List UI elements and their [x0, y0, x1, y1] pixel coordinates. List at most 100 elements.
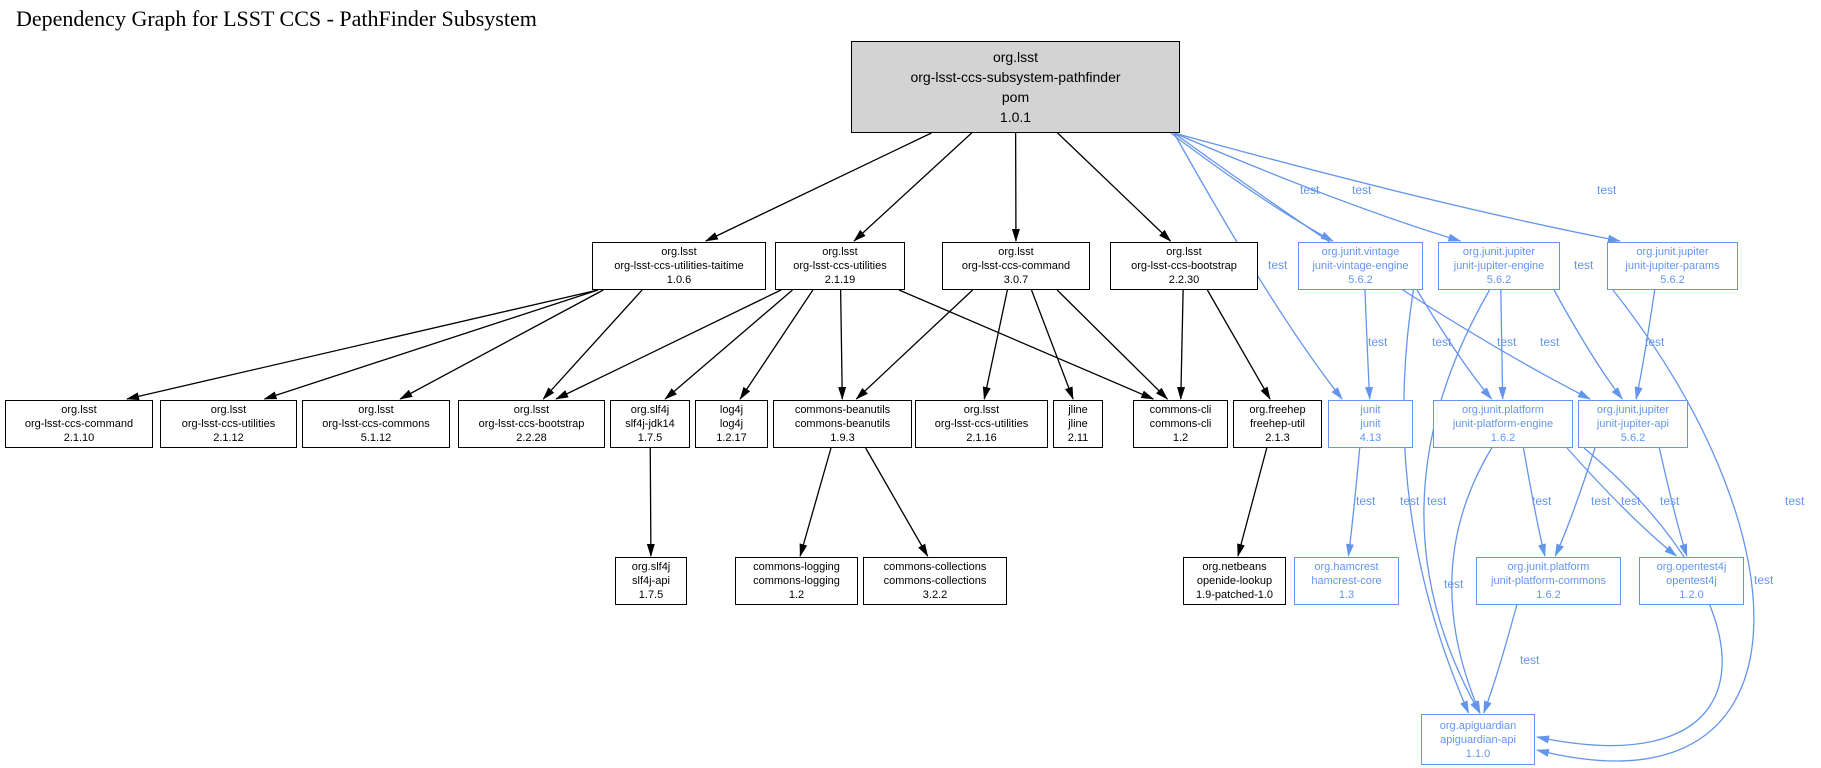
edge-c307-commons_cli [1056, 289, 1169, 400]
node-text-line: org-lsst-ccs-utilities [793, 260, 887, 272]
edge-label-platform_engine-platform_commons: test [1532, 494, 1552, 508]
node-text-line: pom [1001, 89, 1030, 105]
edge-c307-u2116 [982, 289, 1009, 400]
node-commons5112: org.lsst org-lsst-ccs-commons 5.1.12 [302, 400, 450, 448]
edge-label-root-junit413: test [1268, 258, 1288, 272]
node-text-line: jline [1068, 404, 1088, 416]
edge-b2230-freehep [1206, 289, 1271, 400]
node-text-line: org.junit.jupiter [1462, 246, 1536, 258]
edge-label-engine-apiguardian: test [1427, 494, 1447, 508]
node-text-line: slf4j-jdk14 [625, 418, 675, 430]
edge-u2119-commons_cli [898, 289, 1155, 400]
node-text-line: org.opentest4j [1656, 561, 1727, 573]
edge-vintage-junit413 [1364, 289, 1374, 400]
node-text-line: org-lsst-ccs-commons [322, 418, 430, 430]
edge-b2230-commons_cli [1177, 289, 1186, 400]
node-text-line: junit-jupiter-engine [1453, 260, 1545, 272]
node-text-line: 1.7.5 [637, 432, 663, 444]
node-text-line: 2.2.30 [1168, 274, 1200, 286]
edge-taitime-b2228 [542, 289, 643, 400]
node-text-line: hamcrest-core [1311, 575, 1382, 587]
node-text-line: org.hamcrest [1314, 561, 1379, 573]
edge-platform_commons-apiguardian [1483, 604, 1518, 714]
node-text-line: 1.1.0 [1465, 747, 1491, 760]
edge-label-platform_engine-opentest4j: test [1591, 494, 1611, 508]
edge-label-junit413-hamcrest: test [1356, 494, 1376, 508]
node-text-line: 1.6.2 [1536, 589, 1561, 601]
node-text-line: org.freehep [1249, 404, 1306, 416]
edge-label-engine-jupiter_api: test [1540, 335, 1560, 349]
node-opentest4j: org.opentest4j opentest4j 1.2.0 [1639, 557, 1744, 605]
node-text-line: log4j [719, 418, 744, 430]
edge-root-b2230 [1057, 132, 1172, 242]
node-text-line: 1.0.6 [666, 274, 692, 286]
node-text-line: junit [1360, 404, 1381, 416]
node-text-line: org.lsst [822, 246, 858, 258]
node-text-line: 1.2.0 [1679, 589, 1704, 601]
node-text-line: junit-jupiter-params [1625, 260, 1720, 272]
edge-c307-beanutils [855, 289, 974, 400]
edge-junit413-hamcrest [1346, 447, 1361, 557]
node-text-line: 1.0.1 [999, 109, 1032, 125]
edge-engine-platform_engine [1498, 289, 1507, 400]
node-text-line: apiguardian-api [1440, 733, 1516, 746]
node-text-line: 1.9-patched-1.0 [1195, 589, 1274, 601]
node-text-line: org.lsst [358, 404, 394, 416]
edge-label-vintage-junit413: test [1368, 335, 1388, 349]
node-text-line: commons-logging [753, 561, 840, 573]
node-text-line: org-lsst-ccs-utilities [934, 418, 1029, 430]
edge-label-vintage-apiguardian: test [1400, 494, 1420, 508]
node-text-line: commons-cli [1149, 418, 1212, 430]
node-text-line: 2.2.28 [516, 432, 547, 444]
node-text-line: junit-jupiter-api [1596, 418, 1670, 430]
node-text-line: org.lsst [210, 404, 247, 416]
node-text-line: 1.2.17 [716, 432, 747, 444]
node-text-line: 2.1.10 [63, 432, 95, 444]
node-text-line: opentest4j [1666, 575, 1717, 587]
node-text-line: junit-platform-commons [1491, 575, 1606, 587]
node-text-line: org.netbeans [1202, 561, 1267, 573]
node-text-line: org.lsst [1166, 246, 1202, 258]
edge-params-jupiter_api [1634, 289, 1656, 400]
node-text-line: org.junit.platform [1462, 404, 1544, 416]
node-text-line: org-lsst-ccs-command [24, 418, 134, 430]
node-text-line: org.junit.platform [1507, 561, 1590, 573]
node-text-line: 1.7.5 [638, 589, 664, 601]
edge-label-params-apiguardian: test [1754, 573, 1774, 587]
node-text-line: org.lsst [963, 404, 1000, 416]
node-text-line: 5.6.2 [1660, 274, 1685, 286]
edge-taitime-commons5112 [399, 289, 604, 400]
edge-u2119-slf4j_jdk14 [664, 289, 793, 400]
node-text-line: log4j [719, 404, 744, 416]
node-jupiter_api: org.junit.jupiter junit-jupiter-api 5.6.2 [1578, 400, 1688, 448]
edge-root-params [1173, 132, 1621, 243]
node-text-line: freehep-util [1249, 418, 1306, 430]
node-text-line: commons-beanutils [794, 404, 891, 416]
node-text-line: 1.2 [788, 589, 805, 601]
node-text-line: org-lsst-ccs-bootstrap [1131, 260, 1237, 272]
node-text-line: org.junit.jupiter [1596, 404, 1670, 416]
node-text-line: 5.6.2 [1348, 274, 1373, 286]
node-text-line: 5.6.2 [1620, 432, 1646, 444]
node-text-line: org-lsst-ccs-command [961, 260, 1071, 272]
node-text-line: 5.1.12 [360, 432, 392, 444]
edge-u2119-beanutils [838, 289, 847, 400]
node-text-line: 2.1.19 [824, 274, 856, 286]
node-text-line: org.slf4j [631, 561, 671, 573]
node-u2119: org.lsst org-lsst-ccs-utilities 2.1.19 [775, 242, 905, 290]
edge-freehep-openide [1237, 447, 1268, 557]
edge-taitime-c2110 [126, 289, 599, 401]
